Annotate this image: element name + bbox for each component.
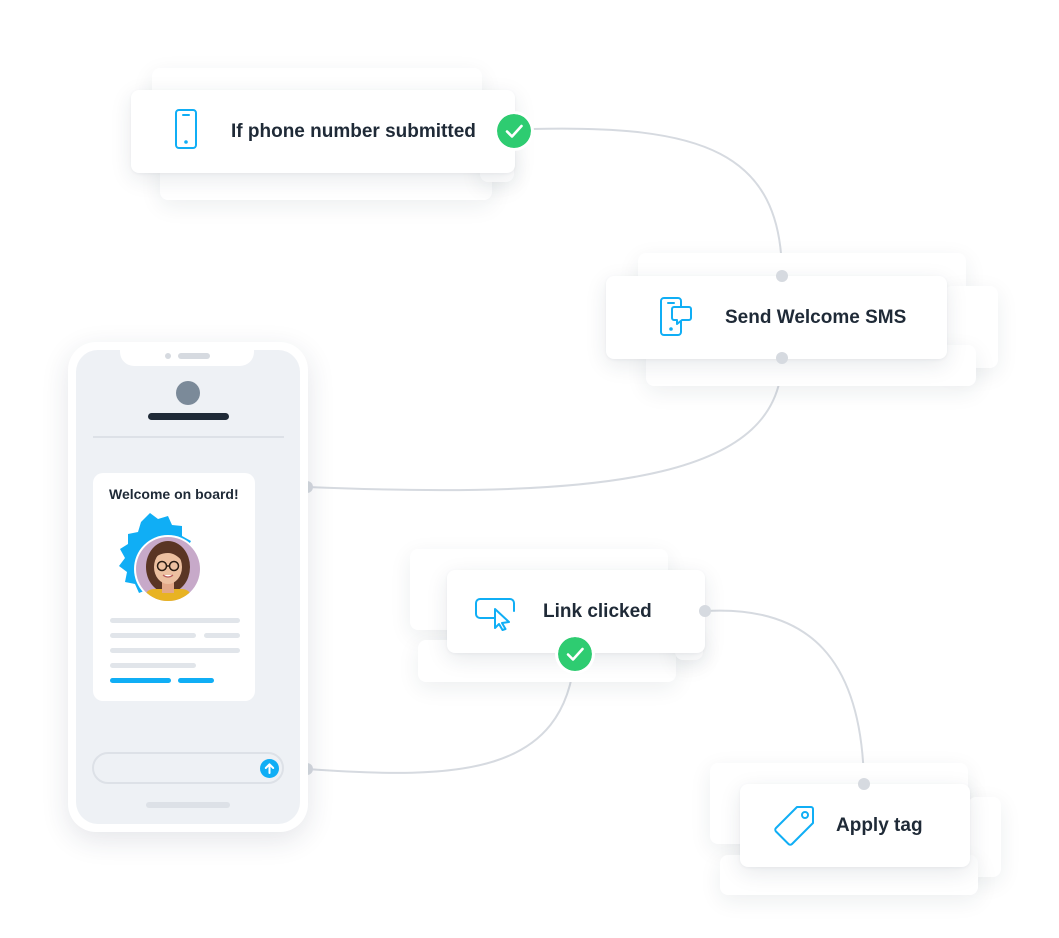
send-arrow-up-icon[interactable] bbox=[260, 759, 279, 778]
avatar-badge bbox=[119, 513, 202, 603]
tag-icon bbox=[774, 806, 814, 846]
text-line-placeholder bbox=[110, 618, 240, 623]
cursor-click-icon bbox=[475, 598, 515, 631]
connector-link-to-tag bbox=[704, 609, 865, 785]
connector-link-to-phone bbox=[306, 654, 576, 774]
node-send-sms[interactable]: Send Welcome SMS bbox=[606, 276, 947, 359]
connector-dot bbox=[776, 270, 788, 282]
text-line-placeholder bbox=[110, 633, 196, 638]
smartphone-icon bbox=[175, 109, 197, 149]
node-label: Link clicked bbox=[543, 600, 652, 622]
header-divider bbox=[93, 436, 284, 438]
success-check-icon bbox=[558, 637, 592, 671]
node-label: If phone number submitted bbox=[231, 120, 476, 142]
link-line-placeholder bbox=[178, 678, 214, 683]
text-line-placeholder bbox=[204, 633, 240, 638]
connector-dot bbox=[858, 778, 870, 790]
sms-phone-icon bbox=[660, 297, 692, 336]
user-photo bbox=[136, 537, 200, 601]
phone-speaker bbox=[178, 353, 210, 359]
node-phone-condition[interactable]: If phone number submitted bbox=[131, 90, 515, 173]
contact-avatar bbox=[176, 381, 200, 405]
contact-name-bar bbox=[148, 413, 229, 420]
phone-camera bbox=[165, 353, 171, 359]
text-line-placeholder bbox=[110, 663, 196, 668]
connector-phone-to-sms bbox=[531, 127, 783, 277]
node-label: Send Welcome SMS bbox=[725, 306, 907, 328]
link-line-placeholder bbox=[110, 678, 171, 683]
node-label: Apply tag bbox=[836, 814, 923, 836]
connector-dot bbox=[776, 352, 788, 364]
connector-dot bbox=[699, 605, 711, 617]
message-title: Welcome on board! bbox=[109, 486, 239, 502]
message-input[interactable] bbox=[92, 752, 284, 784]
text-line-placeholder bbox=[110, 648, 240, 653]
connector-sms-to-phone bbox=[306, 357, 783, 492]
node-apply-tag[interactable]: Apply tag bbox=[740, 784, 970, 867]
success-check-icon bbox=[497, 114, 531, 148]
home-indicator bbox=[146, 802, 230, 808]
